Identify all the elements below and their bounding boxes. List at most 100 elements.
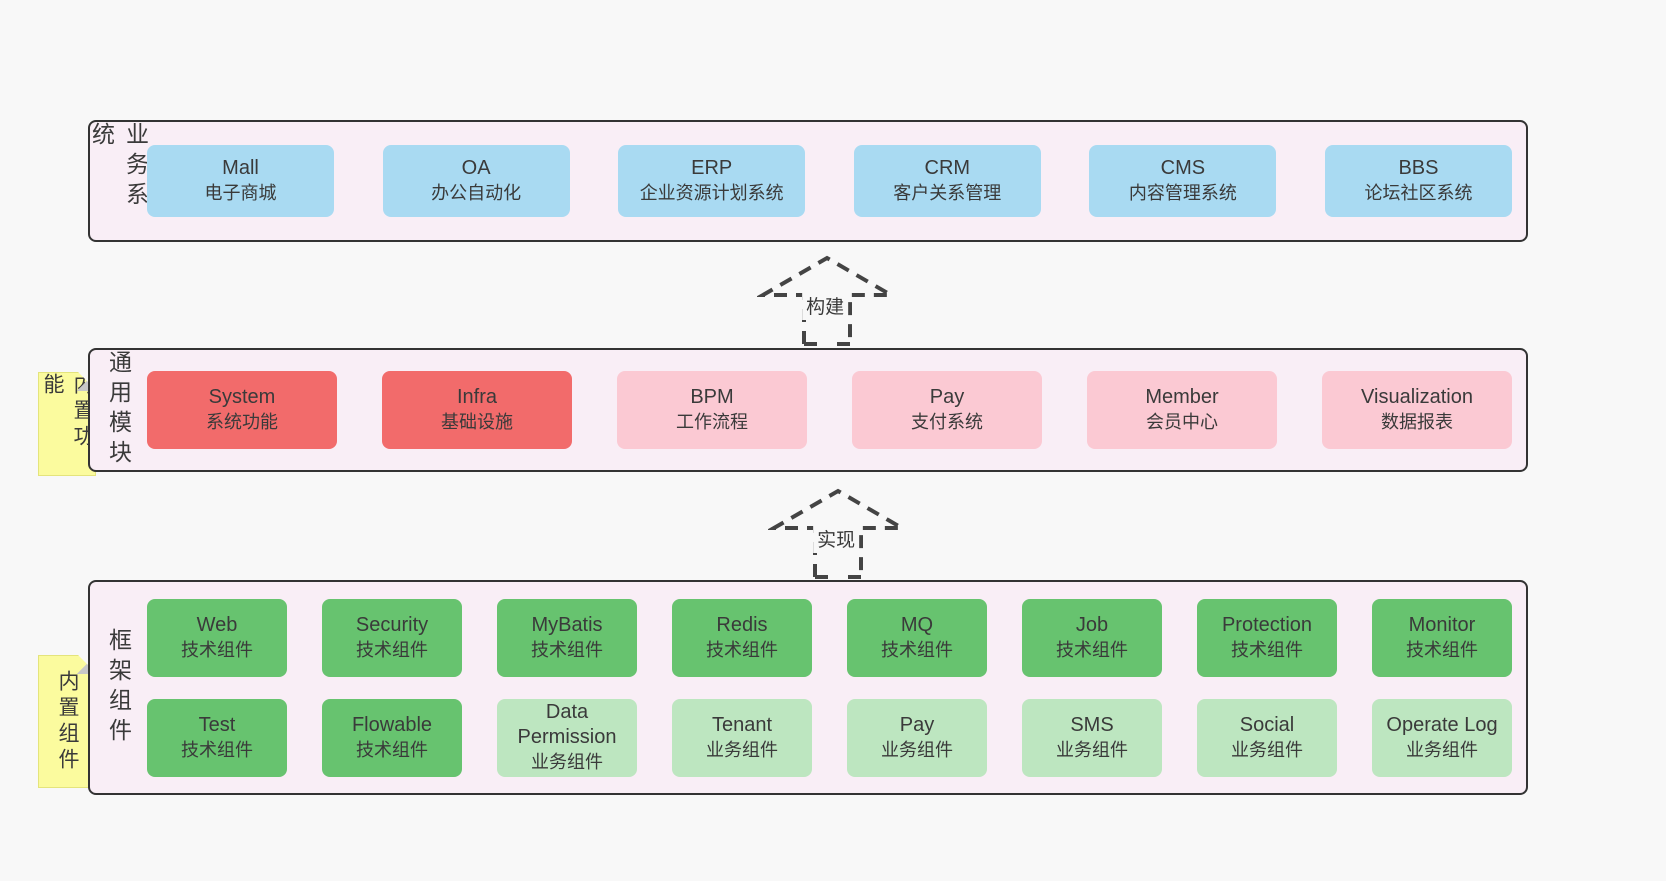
box-subtitle: 技术组件 [1231, 639, 1303, 660]
box-subtitle: 数据报表 [1381, 412, 1453, 433]
box-oa: OA 办公自动化 [382, 145, 570, 217]
box-data-permission: Data Permission 业务组件 [497, 698, 637, 777]
box-title: OA [461, 157, 491, 180]
box-subtitle: 技术组件 [181, 639, 253, 660]
box-subtitle: 业务组件 [1406, 739, 1478, 760]
box-subtitle: 支付系统 [911, 412, 983, 433]
box-title: BBS [1398, 157, 1439, 180]
box-subtitle: 办公自动化 [431, 183, 522, 204]
box-sms: SMS 业务组件 [1022, 698, 1162, 777]
box-title: Web [196, 613, 238, 636]
box-infra: Infra 基础设施 [382, 371, 572, 449]
box-subtitle: 业务组件 [881, 739, 953, 760]
box-title: MQ [900, 613, 934, 636]
box-job: Job 技术组件 [1022, 598, 1162, 677]
box-title: Security [355, 613, 429, 636]
box-subtitle: 业务组件 [706, 739, 778, 760]
box-title: Member [1145, 386, 1219, 409]
box-subtitle: 技术组件 [181, 739, 253, 760]
box-operate-log: Operate Log 业务组件 [1372, 698, 1512, 777]
arrow-implement-label: 实现 [813, 524, 860, 553]
box-subtitle: 论坛社区系统 [1364, 183, 1473, 204]
layer-business-systems: 业务系统 Mall 电子商城 OA 办公自动化 ERP 企业资源计划系统 CRM 客户关系管理… [88, 120, 1528, 242]
box-subtitle: 内容管理系统 [1128, 183, 1237, 204]
box-subtitle: 业务组件 [1231, 739, 1303, 760]
arrow-build-label: 构建 [802, 291, 849, 320]
box-title: SMS [1070, 713, 1114, 736]
box-title: Tenant [711, 713, 773, 736]
sticky-note-built-in-components: 内置组件 [38, 655, 96, 788]
box-subtitle: 电子商城 [204, 183, 277, 204]
box-title: Pay [929, 386, 965, 409]
box-title: Flowable [351, 713, 433, 736]
box-mall: Mall 电子商城 [147, 145, 334, 217]
box-protection: Protection 技术组件 [1197, 598, 1337, 677]
box-title: Monitor [1408, 613, 1476, 636]
layer-business-systems-label: 业务系统 [88, 122, 149, 212]
box-subtitle: 客户关系管理 [893, 183, 1002, 204]
box-monitor: Monitor 技术组件 [1372, 598, 1512, 677]
box-title: Test [198, 713, 236, 736]
box-title: MyBatis [531, 613, 603, 636]
box-title: ERP [691, 157, 733, 180]
box-subtitle: 业务组件 [1056, 739, 1128, 760]
box-security: Security 技术组件 [322, 598, 462, 677]
layer-common-modules-boxes: System 系统功能 Infra 基础设施 BPM 工作流程 Pay 支付系统 Member 会… [147, 350, 1512, 470]
box-subtitle: 技术组件 [1406, 639, 1478, 660]
box-title: CMS [1160, 157, 1206, 180]
box-title: Job [1075, 613, 1109, 636]
box-member: Member 会员中心 [1087, 371, 1277, 449]
box-tenant: Tenant 业务组件 [672, 698, 812, 777]
box-visualization: Visualization 数据报表 [1322, 371, 1512, 449]
box-bbs: BBS 论坛社区系统 [1324, 145, 1512, 217]
layer-business-systems-boxes: Mall 电子商城 OA 办公自动化 ERP 企业资源计划系统 CRM 客户关系管理 CMS 内容… [147, 122, 1512, 240]
box-subtitle: 企业资源计划系统 [639, 183, 784, 204]
arrow-implement: 实现 [768, 487, 908, 581]
box-pay: Pay 业务组件 [847, 698, 987, 777]
box-system: System 系统功能 [147, 371, 337, 449]
box-pay: Pay 支付系统 [852, 371, 1042, 449]
box-title: Operate Log [1386, 713, 1498, 736]
box-subtitle: 会员中心 [1146, 412, 1218, 433]
box-social: Social 业务组件 [1197, 698, 1337, 777]
box-title: CRM [924, 157, 971, 180]
box-subtitle: 技术组件 [531, 639, 603, 660]
box-mybatis: MyBatis 技术组件 [497, 598, 637, 677]
box-subtitle: 技术组件 [1056, 639, 1128, 660]
layer-common-modules: 通用模块 System 系统功能 Infra 基础设施 BPM 工作流程 Pay 支付系统 Me… [88, 348, 1528, 472]
layer-common-modules-label: 通用模块 [105, 350, 132, 470]
box-title: BPM [690, 386, 734, 409]
box-title: Pay [899, 713, 935, 736]
box-title: Mall [222, 157, 259, 180]
box-subtitle: 业务组件 [531, 752, 603, 773]
box-subtitle: 系统功能 [206, 412, 278, 433]
box-title: Infra [456, 386, 498, 409]
box-subtitle: 技术组件 [706, 639, 778, 660]
box-title: Redis [716, 613, 768, 636]
box-subtitle: 技术组件 [356, 639, 428, 660]
box-row: System 系统功能 Infra 基础设施 BPM 工作流程 Pay 支付系统 Member 会… [147, 371, 1512, 449]
arrow-build: 构建 [757, 254, 897, 348]
box-mq: MQ 技术组件 [847, 598, 987, 677]
box-redis: Redis 技术组件 [672, 598, 812, 677]
box-web: Web 技术组件 [147, 598, 287, 677]
box-title: Data Permission [517, 701, 617, 749]
box-subtitle: 基础设施 [441, 412, 513, 433]
box-title: System [208, 386, 276, 409]
box-erp: ERP 企业资源计划系统 [618, 145, 806, 217]
box-subtitle: 工作流程 [676, 412, 748, 433]
box-subtitle: 技术组件 [356, 739, 428, 760]
box-test: Test 技术组件 [147, 698, 287, 777]
box-title: Social [1239, 713, 1295, 736]
box-title: Protection [1221, 613, 1313, 636]
box-title: Visualization [1361, 386, 1473, 409]
box-subtitle: 技术组件 [881, 639, 953, 660]
box-crm: CRM 客户关系管理 [853, 145, 1041, 217]
box-bpm: BPM 工作流程 [617, 371, 807, 449]
box-flowable: Flowable 技术组件 [322, 698, 462, 777]
